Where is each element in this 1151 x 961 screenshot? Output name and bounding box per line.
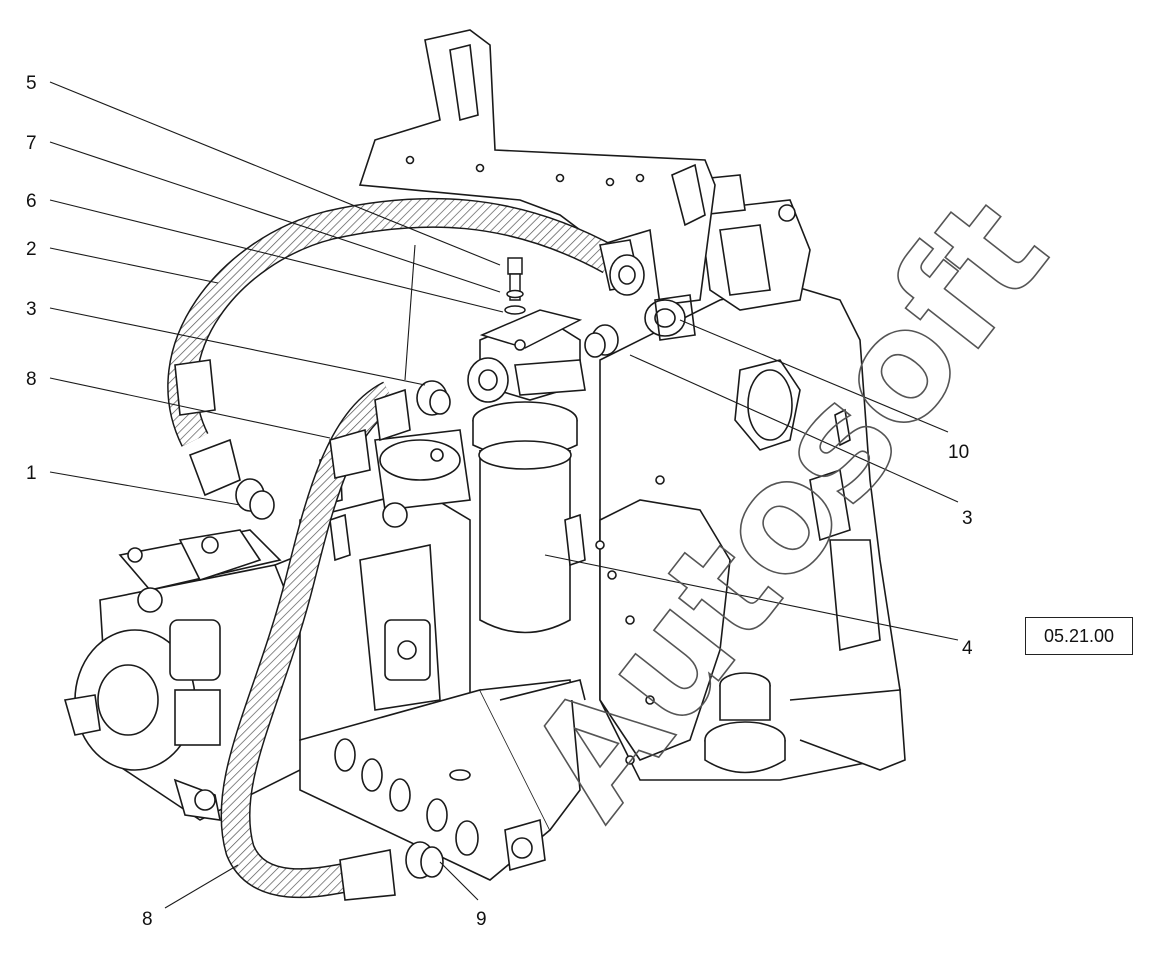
engine-mount bbox=[704, 672, 906, 774]
hoses bbox=[167, 197, 618, 899]
callout-10: 10 bbox=[948, 442, 969, 463]
callout-8-lower: 8 bbox=[142, 909, 153, 930]
manifold-bar bbox=[299, 679, 586, 881]
callout-6: 6 bbox=[26, 191, 37, 212]
callout-9: 9 bbox=[476, 909, 487, 930]
hose-fittings bbox=[174, 239, 696, 901]
callout-3-left: 3 bbox=[26, 299, 37, 320]
engine-housing bbox=[599, 174, 901, 781]
callout-5: 5 bbox=[26, 73, 37, 94]
callout-8-upper: 8 bbox=[26, 369, 37, 390]
callout-7: 7 bbox=[26, 133, 37, 154]
reference-code: 05.21.00 bbox=[1043, 625, 1115, 646]
callout-2: 2 bbox=[26, 239, 37, 260]
callout-1: 1 bbox=[26, 463, 37, 484]
callout-labels: 5 7 6 2 3 8 1 10 3 4 8 9 bbox=[26, 73, 973, 930]
filter-assembly bbox=[467, 314, 665, 765]
callout-4: 4 bbox=[962, 638, 973, 659]
reference-code-box: 05.21.00 bbox=[1025, 617, 1133, 655]
hydraulic-pump bbox=[63, 529, 331, 821]
leader-lines bbox=[49, 81, 959, 909]
callout-3-right: 3 bbox=[962, 508, 973, 529]
filter-top-plate bbox=[479, 257, 583, 351]
mounting-bracket bbox=[358, 29, 716, 306]
